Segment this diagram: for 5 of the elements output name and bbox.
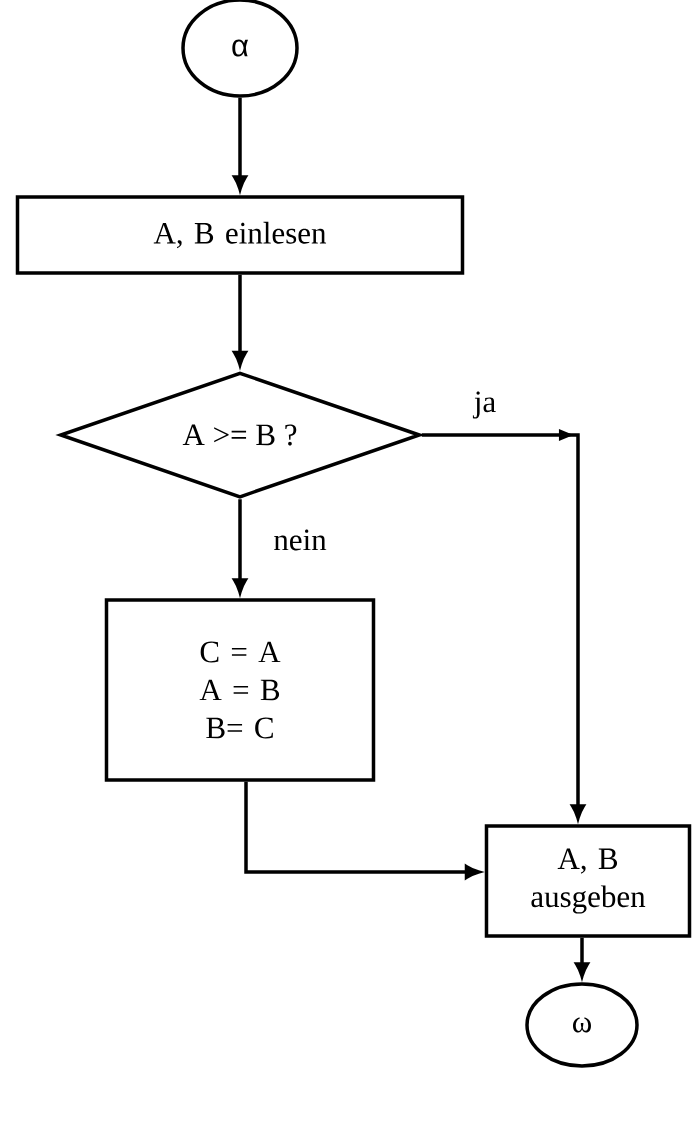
process-box: A, B einlesen — [15, 195, 465, 275]
process-box: A, B ausgeben — [484, 824, 692, 938]
process-box: C = A A = B B= C — [104, 598, 376, 782]
edge-label: ja — [472, 391, 496, 419]
edge-label: nein — [274, 529, 327, 551]
